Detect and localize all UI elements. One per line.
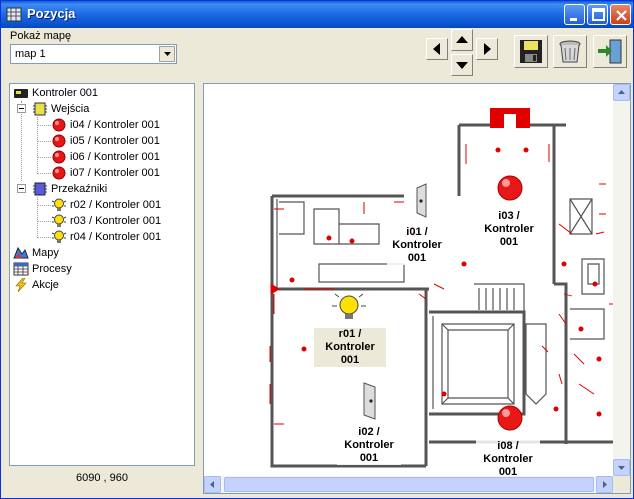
map-label-line: i03 / [498,210,520,222]
map-label-i03[interactable]: i03 / Kontroler 001 [477,210,541,249]
tree-label: r04 / Kontroler 001 [70,231,162,243]
tree-label: Przekaźniki [51,183,108,195]
tree-label: Procesy [32,263,72,275]
lightning-icon [15,278,27,292]
trash-bin-icon [559,40,581,63]
light-bulb-icon [51,230,67,243]
tree-line [37,197,38,238]
exit-door-icon [598,39,622,64]
floppy-disk-icon [520,40,542,63]
map-label-line: 001 [499,236,519,248]
processes-table-icon [13,262,29,276]
show-map-label: Pokaż mapę [10,30,72,42]
controller-icon [14,89,28,98]
tree-line [37,221,51,222]
map-label-line: Kontroler [484,223,534,235]
tree-line [37,157,51,158]
collapse-toggle[interactable] [17,184,26,193]
scroll-right-button[interactable] [596,476,613,493]
map-label-i08[interactable]: i08 / Kontroler 001 [476,440,540,479]
scroll-left-button[interactable] [204,476,221,493]
app-grid-icon [6,7,22,22]
tree-label: Wejścia [51,103,90,115]
tree-label: r02 / Kontroler 001 [70,199,162,211]
pan-down-button[interactable] [451,54,473,76]
close-button[interactable] [610,4,631,25]
tree-line [37,141,51,142]
device-tree[interactable]: Kontroler 001 Wejścia i04 / Kontroler 00… [9,83,195,466]
scroll-corner [613,476,630,493]
map-select-value: map 1 [15,48,46,60]
light-bulb-icon [51,214,67,227]
tree-label: Akcje [32,279,59,291]
arrow-down-icon [456,62,468,69]
tree-line [37,173,51,174]
exit-button[interactable] [593,35,627,68]
map-label-line: Kontroler [344,439,394,451]
input-red-dot-icon [52,118,66,132]
tree-line [37,125,51,126]
input-i08-marker [497,405,523,431]
title-bar[interactable]: Pozycja [1,1,633,28]
map-label-line: i08 / [497,440,519,452]
map-select[interactable]: map 1 [10,44,177,64]
relays-chip-icon [33,182,47,196]
inputs-chip-icon [33,102,47,116]
map-label-line: 001 [340,354,360,366]
chevron-down-icon[interactable] [159,46,175,62]
tree-label: Mapy [32,247,59,259]
minimize-button[interactable] [564,4,585,25]
vertical-scrollbar[interactable] [613,84,630,476]
collapse-toggle[interactable] [17,104,26,113]
map-label-line: i02 / [358,426,380,438]
light-bulb-icon [51,198,67,211]
arrow-up-icon [456,36,468,43]
map-label-line: r01 / [338,328,362,340]
tree-line [37,205,51,206]
input-red-dot-icon [52,134,66,148]
window-title: Pozycja [27,6,76,21]
map-view[interactable]: i01 / Kontroler 001 i03 / Kontroler 001 … [203,83,631,494]
map-label-line: 001 [407,252,427,264]
tree-label: r03 / Kontroler 001 [70,215,162,227]
map-label-line: i01 / [406,226,428,238]
pan-left-button[interactable] [426,38,448,60]
map-label-i02[interactable]: i02 / Kontroler 001 [337,426,401,465]
map-label-i01[interactable]: i01 / Kontroler 001 [387,226,447,265]
tree-line [37,117,38,174]
map-label-line: 001 [498,466,518,478]
map-label-line: Kontroler [325,341,375,353]
map-label-line: 001 [359,452,379,464]
pan-right-button[interactable] [476,38,498,60]
maximize-button[interactable] [587,4,608,25]
relay-r01-marker [332,293,366,319]
save-button[interactable] [514,35,548,68]
arrow-left-icon [433,43,440,55]
delete-button[interactable] [553,35,587,68]
tree-line [21,101,22,181]
map-label-line: Kontroler [392,239,442,251]
map-label-line: Kontroler [483,453,533,465]
horizontal-scroll-thumb[interactable] [224,477,594,492]
maps-icon [13,246,29,259]
tree-label: i04 / Kontroler 001 [70,119,160,131]
scroll-down-button[interactable] [613,459,630,476]
tree-line [37,237,51,238]
input-i03-marker [497,175,523,201]
pan-up-button[interactable] [451,29,473,51]
tree-label: i07 / Kontroler 001 [70,167,160,179]
floor-plan [269,108,614,468]
coordinates-readout: 6090 , 960 [76,472,128,484]
tree-label: i06 / Kontroler 001 [70,151,160,163]
horizontal-scrollbar[interactable] [204,476,613,493]
map-label-r01[interactable]: r01 / Kontroler 001 [314,328,386,367]
arrow-right-icon [484,43,491,55]
tree-label: i05 / Kontroler 001 [70,135,160,147]
input-red-dot-icon [52,150,66,164]
input-red-dot-icon [52,166,66,180]
scroll-up-button[interactable] [613,84,630,101]
tree-label: Kontroler 001 [32,87,99,99]
